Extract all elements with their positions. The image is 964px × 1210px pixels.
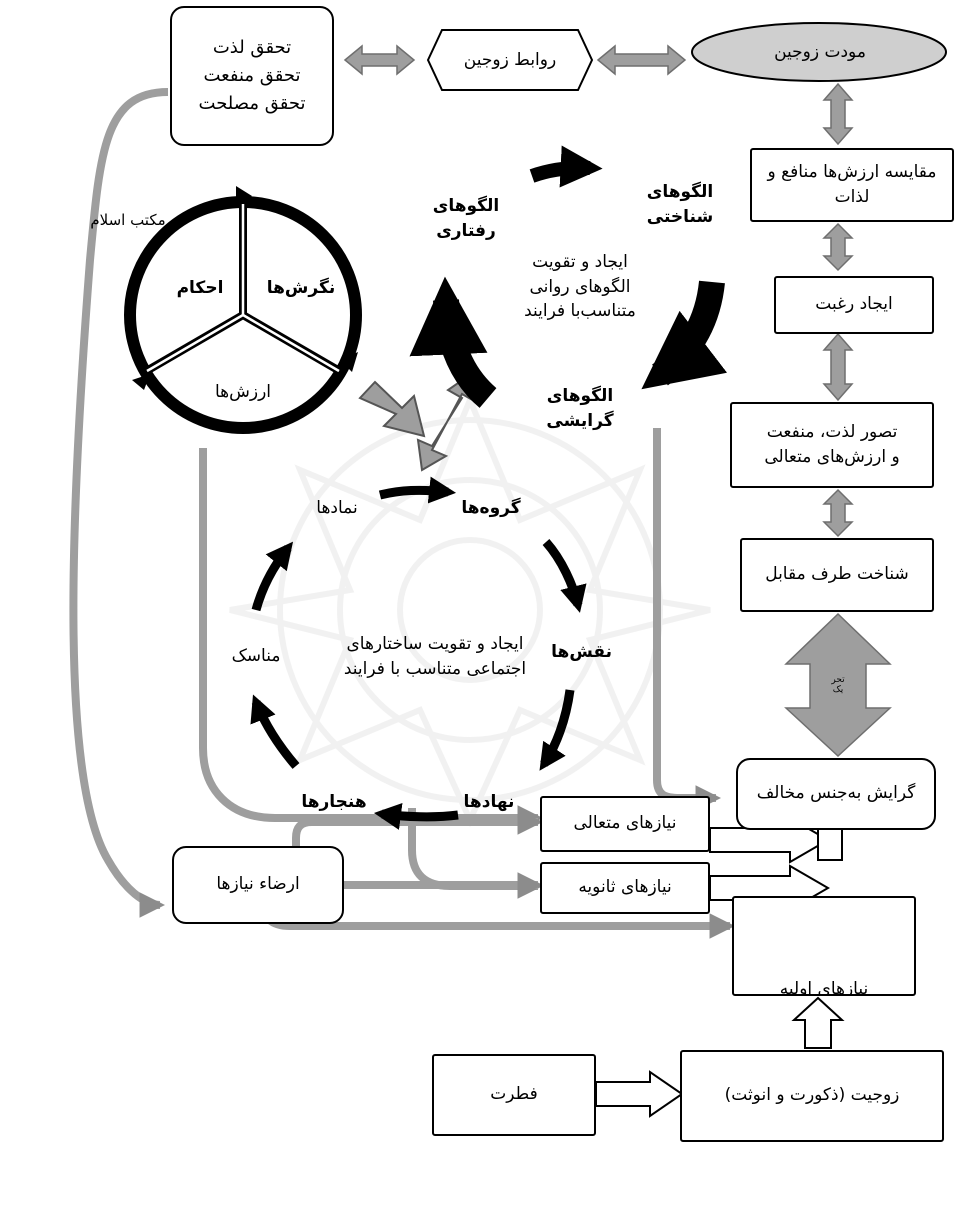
psych-arrow-top	[529, 145, 603, 188]
niaz-sanavie-text: نیازهای ثانویه	[578, 877, 672, 898]
flow-arzesh-to-motaali	[199, 448, 544, 831]
tasavvor-box: تصور لذت، منفعت و ارزش‌های متعالی	[730, 402, 934, 488]
flow-tahaqquq-to-ersa	[69, 88, 169, 918]
psych-arrow-left	[409, 276, 497, 408]
fetrat-text: فطرت	[490, 1084, 538, 1105]
flow-ersa-to-motaali	[292, 809, 544, 862]
social-arrow-namad-goroh	[378, 476, 457, 504]
maktab-label: مکتب اسلام	[90, 211, 166, 229]
psych-center-label: ایجاد و تقویت الگوهای روانی متناسب‌با فر…	[524, 252, 636, 322]
shenakht-box: شناخت طرف مقابل	[740, 538, 934, 612]
raftari-label: الگوهای رفتاری	[432, 196, 500, 241]
tahaqquq-line: تحقق مصلحت	[198, 92, 306, 114]
arrow-wheel-to-social	[358, 380, 426, 438]
ijad-reghbat-text: ایجاد رغبت	[815, 294, 893, 315]
goroh-label: گروه‌ها	[461, 498, 521, 518]
moghayese-box: مقایسه ارزش‌ها منافع و لذات	[750, 148, 954, 222]
naghsh-label: نقش‌ها	[551, 642, 612, 662]
double-arrow-col-4	[822, 488, 854, 538]
niaz-motaali-text: نیازهای متعالی	[573, 813, 677, 834]
tahrik-big-arrow	[784, 612, 892, 758]
double-arrow-col-3	[822, 332, 854, 402]
ersa-text: ارضاء نیازها	[216, 874, 300, 895]
negaresh-label: نگرش‌ها	[266, 278, 336, 298]
niaz-avalie-text: نیازهای اولیه	[779, 978, 869, 996]
hollow-arrow-up-avalie	[791, 996, 845, 1049]
ravabet-label: روابط زوجین	[463, 50, 557, 70]
social-arrow-naghsh-nahad	[539, 689, 575, 771]
social-arrow-manasek-namad	[251, 541, 294, 612]
social-center-label: ایجاد و تقویت ساختارهای اجتماعی متناسب ب…	[343, 634, 527, 679]
double-arrow-top-left	[343, 44, 416, 76]
nahad-label: نهادها	[463, 792, 515, 812]
double-arrow-col-2	[822, 222, 854, 272]
ersa-box: ارضاء نیازها	[172, 846, 344, 924]
tahaqquq-line: تحقق منفعت	[203, 65, 301, 87]
tasavvor-text: تصور لذت، منفعت و ارزش‌های متعالی	[764, 421, 900, 468]
double-arrow-col-1	[822, 82, 854, 146]
hanjar-label: هنجارها	[301, 792, 367, 812]
moghayese-text: مقایسه ارزش‌ها منافع و لذات	[767, 161, 937, 208]
wheel-islam	[124, 186, 362, 434]
psych-arrow-right	[641, 280, 728, 390]
shenakhti-label: الگوهای شناختی	[646, 182, 714, 227]
niaz-sanavie-box: نیازهای ثانویه	[540, 862, 710, 914]
fetrat-box: فطرت	[432, 1054, 596, 1136]
mavaddat-label: مودت زوجین	[774, 42, 866, 62]
social-arrow-nahad-hanjar	[373, 803, 459, 830]
hollow-arrow-fetrat	[595, 1070, 684, 1118]
ijad-reghbat-box: ایجاد رغبت	[774, 276, 934, 334]
social-arrow-goroh-naghsh	[542, 539, 587, 613]
manasek-label: مناسک	[231, 646, 281, 666]
arzesh-label: ارزش‌ها	[214, 382, 272, 402]
ahkam-label: احکام	[176, 278, 224, 298]
mavaddat-oval	[691, 22, 947, 82]
niaz-avalie-box: نیازهای اولیه	[732, 896, 916, 996]
gerayeshi-label: الگوهای گرایشی	[546, 386, 614, 431]
zojiat-box: زوجیت (ذکورت و انوثت)	[680, 1050, 944, 1142]
namad-label: نمادها	[316, 498, 358, 518]
social-arrow-hanjar-manasek	[250, 694, 300, 769]
double-arrow-top-right	[596, 44, 687, 76]
watermark-rosette	[229, 392, 711, 828]
zojiat-text: زوجیت (ذکورت و انوثت)	[724, 1085, 900, 1106]
tahaqquq-text: تحقق لذت تحقق منفعت تحقق مصلحت	[199, 34, 306, 118]
gerayesh-text: گرایش به‌جنس مخالف	[756, 783, 916, 804]
tahaqquq-box: تحقق لذت تحقق منفعت تحقق مصلحت	[170, 6, 334, 146]
shenakht-text: شناخت طرف مقابل	[765, 564, 909, 585]
tahaqquq-line: تحقق لذت	[212, 37, 292, 59]
tahrik-label: تحر یک	[831, 675, 845, 695]
gerayesh-box: گرایش به‌جنس مخالف	[736, 758, 936, 830]
niaz-motaali-box: نیازهای متعالی	[540, 796, 710, 852]
ravabet-hexagon	[426, 29, 594, 91]
